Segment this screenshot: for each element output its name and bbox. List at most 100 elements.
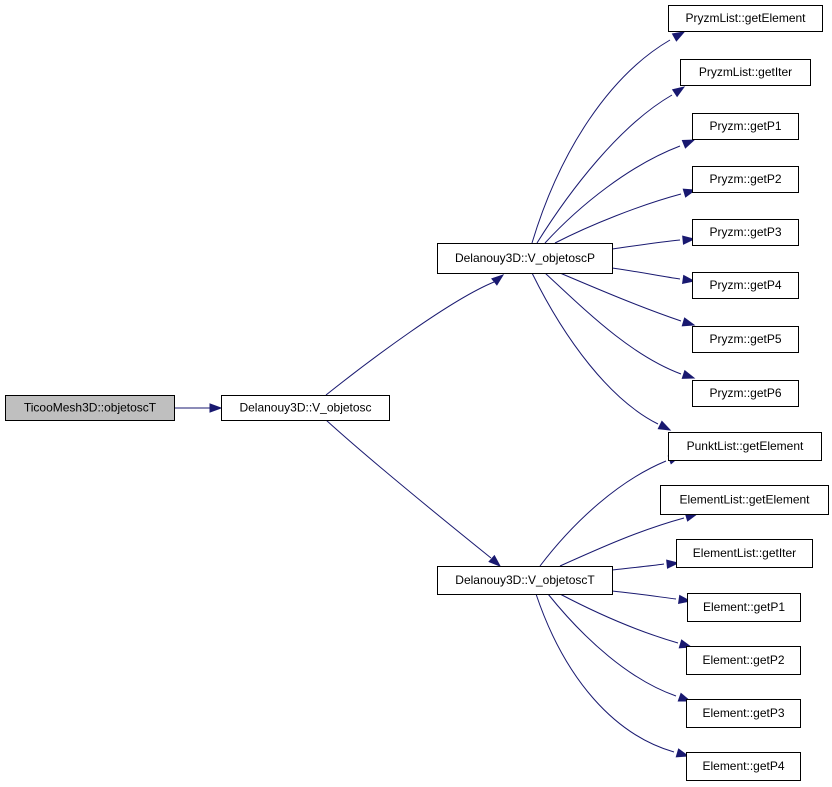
node-pryzm-getp3[interactable]: Pryzm::getP3	[692, 219, 799, 246]
node-box[interactable]	[687, 593, 801, 622]
node-pryzm-getp5[interactable]: Pryzm::getP5	[692, 326, 799, 353]
node-label: PryzmList::getElement	[685, 11, 806, 25]
node-pryzm-getp1[interactable]: Pryzm::getP1	[692, 113, 799, 140]
node-elementlist-getelement[interactable]: ElementList::getElement	[660, 485, 829, 515]
edge-line	[611, 563, 665, 571]
edge-n2-n8	[611, 235, 696, 250]
edge-line	[611, 590, 677, 600]
node-box[interactable]	[692, 326, 799, 353]
edge-line	[559, 593, 679, 644]
edge-line	[611, 239, 681, 250]
arrowhead	[488, 554, 502, 567]
node-box[interactable]	[660, 485, 829, 515]
node-element-getp3[interactable]: Element::getP3	[686, 699, 801, 728]
arrowhead	[675, 748, 690, 758]
edge-n2-n7	[554, 188, 697, 244]
node-label: Delanouy3D::V_objetoscP	[455, 251, 595, 265]
node-pryzmlist-getelement[interactable]: PryzmList::getElement	[668, 5, 823, 32]
edge-line	[547, 593, 677, 697]
node-label: Pryzm::getP3	[709, 225, 781, 239]
node-label: Element::getP1	[703, 600, 785, 614]
edge-line	[536, 94, 673, 244]
edge-n3-n14	[611, 559, 680, 571]
node-label: ElementList::getElement	[679, 493, 810, 507]
node-box[interactable]	[692, 113, 799, 140]
edge-n3-n15	[611, 590, 692, 605]
node-box[interactable]	[686, 699, 801, 728]
edge-n3-n18	[535, 593, 690, 758]
node-element-getp4[interactable]: Element::getP4	[686, 752, 801, 781]
arrowhead	[681, 317, 696, 327]
edge-line	[531, 39, 671, 244]
edge-n2-n9	[611, 267, 696, 285]
node-box[interactable]	[668, 5, 823, 32]
edge-n0-n1	[174, 403, 223, 413]
node-box[interactable]	[668, 432, 822, 461]
edge-n1-n2	[325, 274, 505, 396]
node-box[interactable]	[686, 646, 801, 675]
edge-line	[559, 272, 682, 322]
arrowhead	[671, 86, 686, 98]
node-label: PryzmList::getIter	[699, 65, 792, 79]
node-box[interactable]	[437, 566, 613, 595]
edge-n2-n12	[531, 272, 672, 431]
edge-line	[531, 272, 659, 425]
node-box[interactable]	[221, 395, 390, 421]
node-label: Element::getP2	[702, 653, 784, 667]
arrowhead	[682, 235, 696, 245]
edge-n3-n16	[559, 593, 693, 649]
node-elementlist-getiter[interactable]: ElementList::getIter	[676, 539, 813, 568]
node-label: Element::getP4	[702, 759, 784, 773]
arrowhead	[681, 139, 696, 149]
node-pryzm-getp2[interactable]: Pryzm::getP2	[692, 166, 799, 193]
arrowhead	[678, 639, 693, 649]
edge-line	[554, 193, 682, 244]
node-label: PunktList::getElement	[687, 439, 804, 453]
edges-layer	[174, 31, 699, 758]
arrowhead	[682, 274, 696, 285]
node-label: Pryzm::getP5	[709, 332, 781, 346]
node-box[interactable]	[692, 380, 799, 407]
node-label: ElementList::getIter	[693, 546, 796, 560]
edge-n2-n5	[536, 86, 686, 244]
arrowhead	[666, 559, 680, 569]
edge-line	[539, 460, 667, 567]
node-box[interactable]	[692, 219, 799, 246]
node-pryzm-getp4[interactable]: Pryzm::getP4	[692, 272, 799, 299]
node-delanouy3d-v-objetosct[interactable]: Delanouy3D::V_objetoscT	[437, 566, 613, 595]
edge-n2-n6	[544, 139, 696, 244]
node-delanouy3d-v-objetosc[interactable]: Delanouy3D::V_objetosc	[221, 395, 390, 421]
arrowhead	[491, 274, 505, 286]
edge-line	[325, 419, 492, 559]
node-delanouy3d-v-objetoscp[interactable]: Delanouy3D::V_objetoscP	[437, 243, 613, 274]
node-box[interactable]	[686, 752, 801, 781]
node-label: Delanouy3D::V_objetosc	[239, 401, 371, 415]
node-box[interactable]	[692, 166, 799, 193]
arrowhead	[209, 403, 223, 413]
node-box[interactable]	[437, 243, 613, 274]
node-element-getp1[interactable]: Element::getP1	[687, 593, 801, 622]
node-box[interactable]	[676, 539, 813, 568]
edge-n2-n4	[531, 31, 686, 244]
edge-line	[535, 593, 675, 753]
arrowhead	[657, 420, 672, 431]
node-label: Delanouy3D::V_objetoscT	[455, 573, 595, 587]
node-box[interactable]	[680, 59, 811, 86]
node-element-getp2[interactable]: Element::getP2	[686, 646, 801, 675]
node-punktlist-getelement[interactable]: PunktList::getElement	[668, 432, 822, 461]
node-box[interactable]	[5, 395, 175, 421]
edge-n3-n17	[547, 593, 692, 702]
edge-line	[544, 145, 681, 244]
node-label: Pryzm::getP1	[709, 119, 781, 133]
node-ticoomesh3d-objetosct[interactable]: TicooMesh3D::objetoscT	[5, 395, 175, 421]
edge-n3-n12	[539, 455, 682, 567]
node-label: TicooMesh3D::objetoscT	[24, 401, 157, 415]
edge-n2-n11	[544, 272, 696, 379]
node-box[interactable]	[692, 272, 799, 299]
node-pryzmlist-getiter[interactable]: PryzmList::getIter	[680, 59, 811, 86]
edge-line	[611, 267, 681, 280]
node-label: Element::getP3	[702, 706, 784, 720]
node-pryzm-getp6[interactable]: Pryzm::getP6	[692, 380, 799, 407]
